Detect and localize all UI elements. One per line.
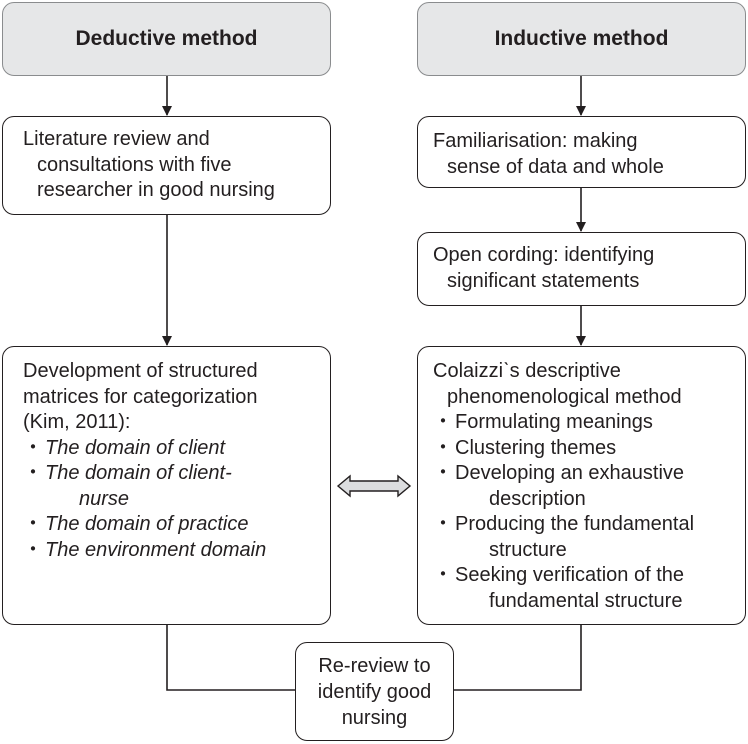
box-line: Re-review to [318,655,431,677]
bullet: ・ [23,538,43,561]
box-line: Familiarisation: making [433,130,638,152]
step-label: Seeking verification of the [455,564,685,586]
re-review-box: Re-review to identify good nursing [295,642,454,741]
step-item: ・Producing the fundamental [433,512,745,538]
step-item: ・Seeking verification of the [433,563,745,589]
domain-item: ・The domain of client [23,436,330,462]
familiarisation-box: Familiarisation: making sense of data an… [417,116,746,188]
line-left-to-bottom [166,625,296,691]
box-line: Development of structured [23,360,258,382]
domain-label: The domain of client [45,436,226,459]
double-arrow [336,474,412,498]
box-line: Colaizziˋs descriptive [433,360,621,382]
step-label-cont: structure [489,538,567,561]
box-line: Open cording: identifying [433,244,655,266]
step-item: ・Developing an exhaustive [433,461,745,487]
bullet: ・ [433,462,453,484]
structured-matrices-box: Development of structured matrices for c… [2,346,331,625]
line-right-to-bottom [453,625,582,691]
box-line: phenomenological method [447,385,682,408]
step-label-cont: fundamental structure [489,589,683,612]
box-line: researcher in good nursing [37,179,275,201]
box-line: identify good [317,681,432,703]
step-label: Clustering themes [455,436,617,459]
bullet: ・ [23,436,43,459]
bullet: ・ [433,436,453,459]
bullet: ・ [433,411,453,433]
domain-label: The domain of practice [45,513,249,535]
domain-item: ・The domain of practice [23,512,330,538]
literature-review-box: Literature review and consultations with… [2,116,331,215]
bullet: ・ [23,462,43,484]
open-coding-box: Open cording: identifying significant st… [417,232,746,306]
step-item: ・Formulating meanings [433,410,745,436]
domain-label-cont: nurse [79,487,130,510]
step-label-cont: description [489,487,586,510]
box-line: sense of data and whole [447,155,664,178]
deductive-method-header: Deductive method [2,2,331,76]
box-line: consultations with five [37,153,232,176]
box-line: matrices for categorization [23,385,258,408]
inductive-method-header: Inductive method [417,2,746,76]
domain-item: ・The environment domain [23,538,330,564]
bullet: ・ [23,513,43,535]
box-line: significant statements [447,269,640,292]
step-label: Producing the fundamental [455,513,695,535]
box-line: (Kim, 2011): [23,411,131,433]
box-line: nursing [341,707,408,729]
step-item: ・Clustering themes [433,436,745,462]
step-label: Developing an exhaustive [455,462,685,484]
box-line: Literature review and [23,128,210,150]
domain-item: ・The domain of client- [23,461,330,487]
inductive-method-title: Inductive method [494,27,669,50]
colaizzi-method-box: Colaizziˋs descriptive phenomenological … [417,346,746,625]
deductive-method-title: Deductive method [75,27,258,50]
domain-label: The domain of client- [45,462,232,484]
step-label: Formulating meanings [455,411,653,433]
bullet: ・ [433,513,453,535]
bullet: ・ [433,564,453,586]
domain-label: The environment domain [45,538,267,561]
